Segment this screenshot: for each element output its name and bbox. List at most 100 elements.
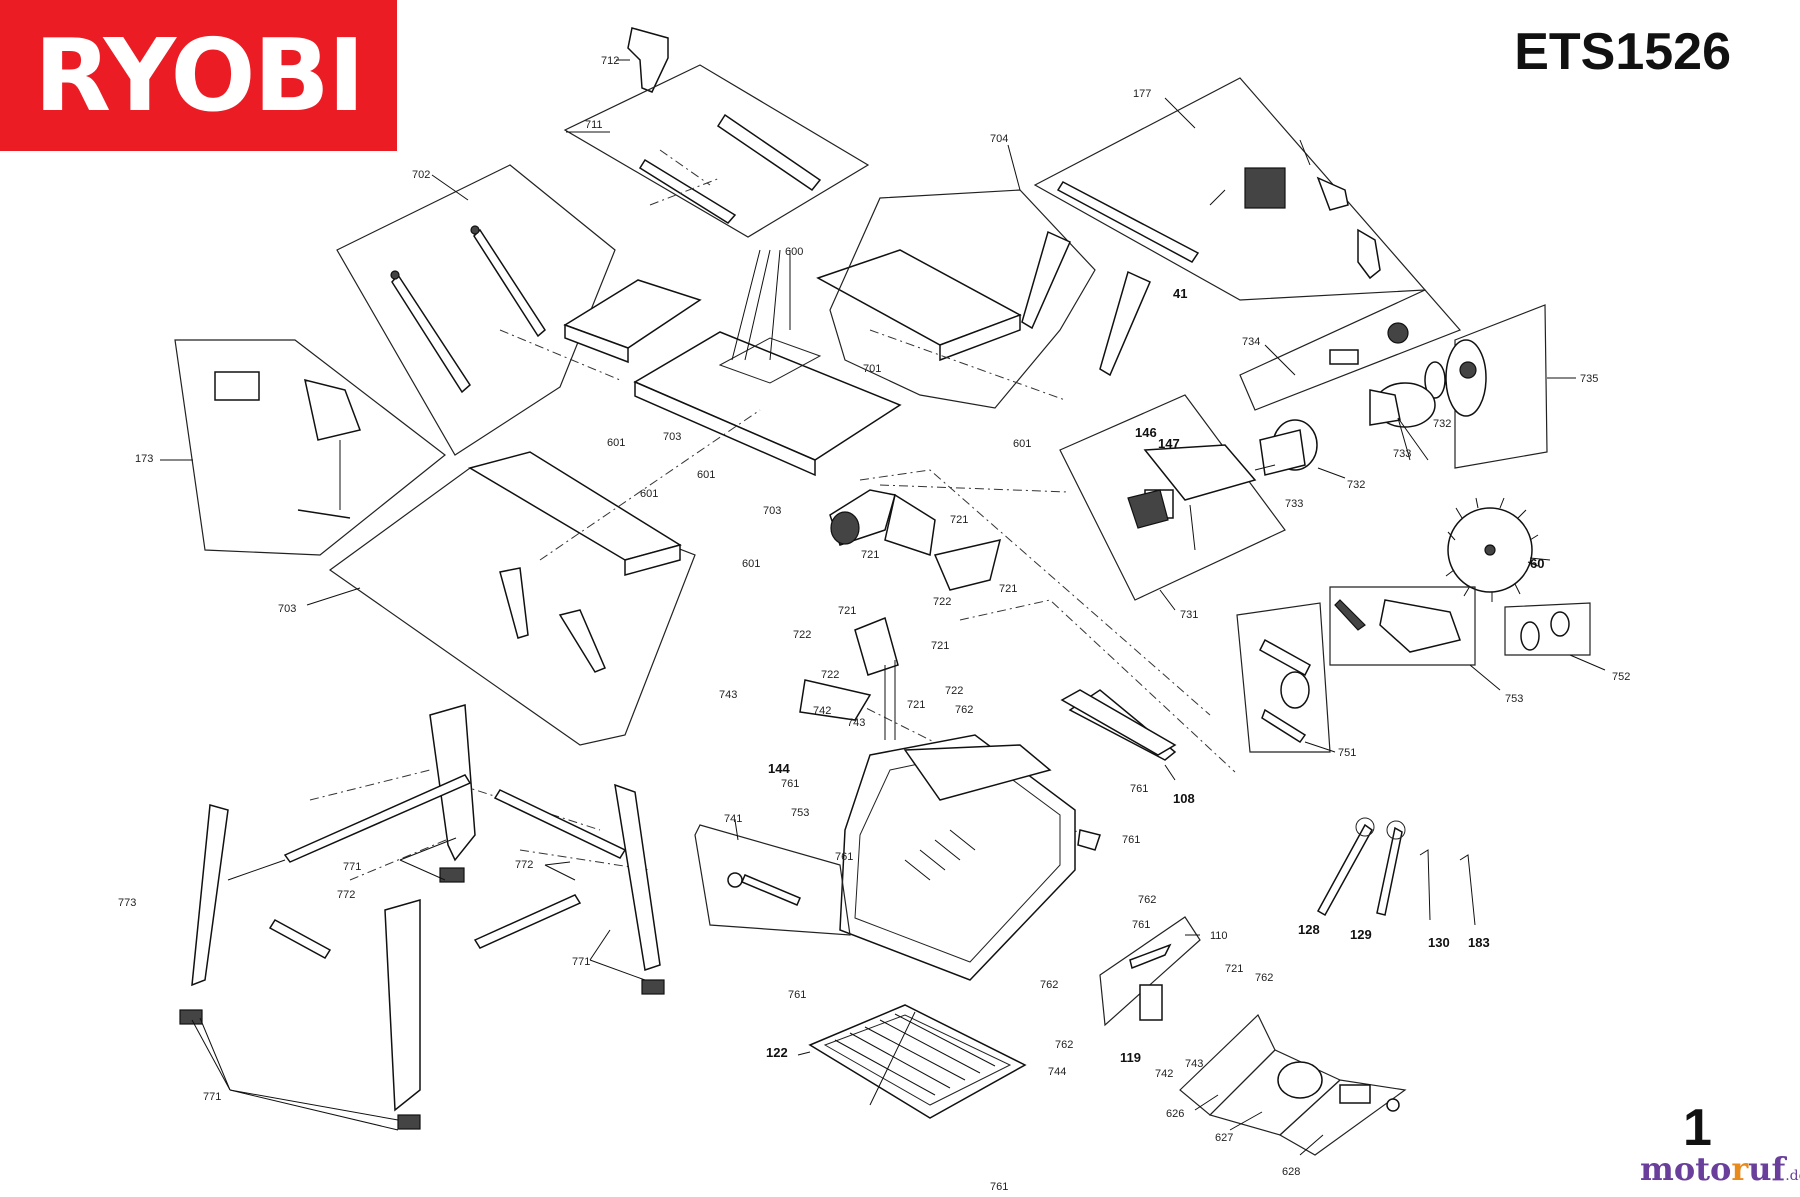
callout-721f: 721	[907, 699, 925, 711]
panel-702	[336, 164, 621, 456]
callout-731: 731	[1180, 609, 1198, 621]
model-title: ETS1526	[1514, 23, 1731, 81]
panels-626-627-628	[1179, 1013, 1407, 1156]
callout-734: 734	[1242, 336, 1260, 348]
callout-626: 626	[1166, 1108, 1184, 1120]
panel-704	[829, 144, 1151, 409]
callout-721e: 721	[931, 640, 949, 652]
panel-173	[160, 339, 446, 556]
callout-628: 628	[1282, 1166, 1300, 1178]
callout-110: 110	[1210, 930, 1228, 942]
callout-733a: 733	[1393, 448, 1411, 460]
callout-130: 130	[1428, 935, 1450, 950]
callout-627: 627	[1215, 1132, 1233, 1144]
callout-601a: 601	[607, 437, 625, 449]
callout-732b: 732	[1347, 479, 1365, 491]
callout-600: 600	[785, 246, 803, 258]
callout-721c: 721	[999, 583, 1017, 595]
callout-761c: 761	[1122, 834, 1140, 846]
callout-721d: 721	[838, 605, 856, 617]
callout-761e: 761	[1132, 919, 1150, 931]
callout-722b: 722	[793, 629, 811, 641]
panel-735	[1445, 304, 1576, 469]
callout-753b: 753	[1505, 693, 1523, 705]
callout-601b: 601	[697, 469, 715, 481]
callout-772a: 772	[515, 859, 533, 871]
panel-110	[1099, 916, 1201, 1027]
callout-762a: 762	[955, 704, 973, 716]
callout-41: 41	[1173, 286, 1187, 301]
callout-762d: 762	[1040, 979, 1058, 991]
callout-742a: 742	[813, 705, 831, 717]
callout-183: 183	[1468, 935, 1490, 950]
callout-751: 751	[1338, 747, 1356, 759]
callout-771a: 771	[343, 861, 361, 873]
callout-773: 773	[118, 897, 136, 909]
callout-601e: 601	[1013, 438, 1031, 450]
callout-733b: 733	[1285, 498, 1303, 510]
panel-741	[694, 819, 851, 936]
motor-armature-assembly	[1259, 361, 1446, 479]
callout-753a: 753	[791, 807, 809, 819]
callout-761b: 761	[1130, 783, 1148, 795]
callout-762c: 762	[1255, 972, 1273, 984]
panel-751	[1236, 602, 1336, 753]
panel-711	[563, 64, 870, 238]
callout-771c: 771	[203, 1091, 221, 1103]
callout-721a: 721	[950, 514, 968, 526]
callout-144: 144	[768, 761, 790, 776]
callout-108: 108	[1173, 791, 1195, 806]
saw-blade-part-60	[1445, 497, 1551, 602]
callout-742b: 742	[1155, 1068, 1173, 1080]
callout-146: 146	[1135, 425, 1157, 440]
callout-128: 128	[1298, 922, 1320, 937]
bottom-plate-122	[797, 1004, 1027, 1119]
panel-752	[1504, 602, 1606, 671]
callout-722a: 722	[933, 596, 951, 608]
ryobi-logo: RYOBI	[0, 0, 397, 151]
callout-labels: 712 711 702 600 704 177 41 734 735 701 1…	[118, 55, 1630, 1193]
callout-129: 129	[1350, 927, 1372, 942]
panel-753-guard	[1329, 586, 1501, 691]
callout-722d: 722	[945, 685, 963, 697]
callout-703c: 703	[278, 603, 296, 615]
arbor-motor-housing	[829, 489, 1002, 740]
callout-704: 704	[990, 133, 1008, 145]
callout-761f: 761	[788, 989, 806, 1001]
callout-744: 744	[1048, 1066, 1066, 1078]
callout-743b: 743	[847, 717, 865, 729]
callout-743c: 743	[1185, 1058, 1203, 1070]
callout-722c: 722	[821, 669, 839, 681]
callout-771b: 771	[572, 956, 590, 968]
callout-122: 122	[766, 1045, 788, 1060]
callout-752: 752	[1612, 671, 1630, 683]
callout-772b: 772	[337, 889, 355, 901]
callout-761d: 761	[835, 851, 853, 863]
blade-guard-part-712	[616, 27, 669, 93]
table-top-assembly	[563, 249, 1022, 477]
callout-703b: 703	[763, 505, 781, 517]
callout-60: 60	[1530, 556, 1544, 571]
callout-119: 119	[1120, 1050, 1141, 1065]
callout-703a: 703	[663, 431, 681, 443]
callout-762b: 762	[1138, 894, 1156, 906]
callout-601c: 601	[640, 488, 658, 500]
callout-173: 173	[135, 453, 153, 465]
callout-711: 711	[585, 119, 603, 131]
callout-735: 735	[1580, 373, 1598, 385]
page-number: 1	[1683, 1099, 1712, 1157]
panel-177	[1033, 77, 1427, 301]
callout-177: 177	[1133, 88, 1151, 100]
callout-702: 702	[412, 169, 430, 181]
callout-601d: 601	[742, 558, 760, 570]
callout-721b: 721	[861, 549, 879, 561]
callout-761g: 761	[990, 1181, 1008, 1193]
ryobi-logo-text: RYOBI	[34, 17, 365, 134]
rip-fence-108	[1060, 689, 1177, 781]
callout-743a: 743	[719, 689, 737, 701]
panel-734	[1239, 289, 1462, 411]
callout-761a: 761	[781, 778, 799, 790]
callout-712: 712	[601, 55, 619, 67]
motoruf-watermark: motoruf.de	[1640, 1150, 1800, 1188]
panel-703	[306, 451, 696, 746]
